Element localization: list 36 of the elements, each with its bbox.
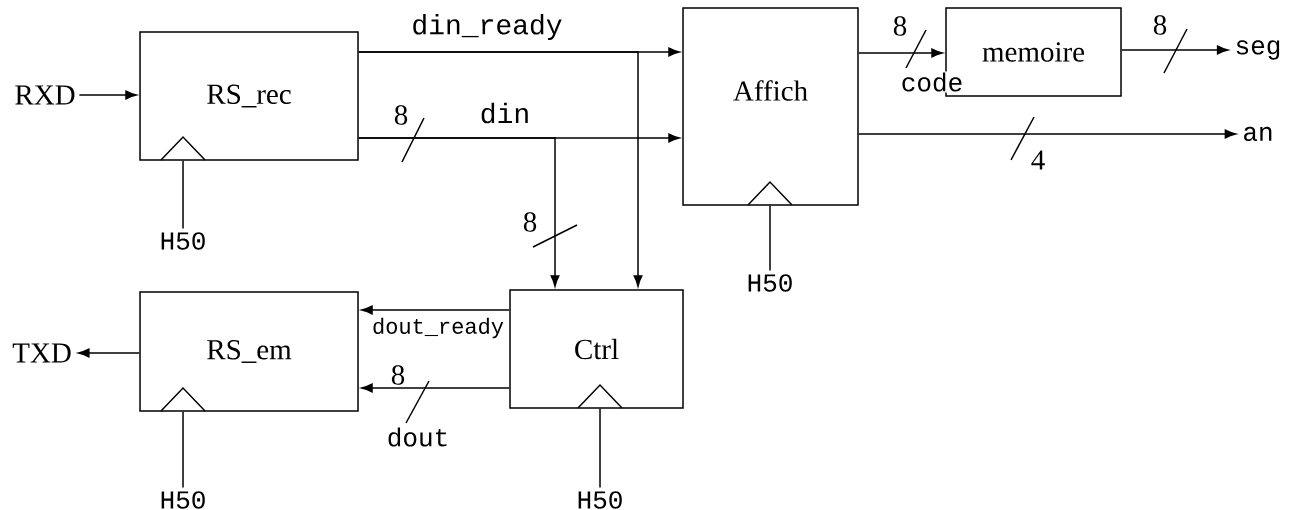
arrow — [858, 129, 1237, 139]
signal-name: seg — [1236, 40, 1280, 60]
arrow — [358, 51, 643, 287]
edge-label: dout — [385, 426, 451, 448]
bus-width: 8 — [394, 105, 408, 125]
bus-width: 8 — [523, 212, 537, 232]
signal-name: RXD — [15, 85, 75, 105]
clock-line — [182, 160, 184, 230]
arrow — [78, 90, 137, 100]
block-box: RS_em — [139, 291, 359, 412]
clock-line — [182, 411, 184, 489]
edge-label: code — [899, 71, 965, 93]
clock-line — [599, 408, 601, 489]
arrow — [361, 305, 510, 315]
arrow — [858, 48, 943, 58]
signal-name: H50 — [748, 274, 792, 292]
arrow — [358, 137, 560, 287]
arrow — [78, 348, 140, 358]
edge-label: dout_ready — [371, 316, 505, 340]
bus-width: 8 — [1153, 15, 1167, 35]
arrow — [1121, 45, 1229, 55]
signal-name: H50 — [578, 491, 622, 509]
signal-name: H50 — [161, 491, 205, 509]
arrow — [361, 383, 510, 393]
bus-width: 4 — [1031, 150, 1045, 170]
clock-line — [769, 205, 771, 272]
signal-name: H50 — [161, 232, 205, 250]
bus-width: 8 — [893, 16, 907, 36]
signal-name: an — [1244, 126, 1272, 142]
edge-label: din_ready — [410, 12, 564, 42]
bus-width: 8 — [391, 365, 405, 385]
block-box: Ctrl — [509, 289, 684, 409]
block-box: RS_rec — [139, 31, 359, 161]
edge-label: din — [478, 101, 532, 125]
signal-name: TXD — [12, 343, 71, 363]
block-box: Affich — [682, 7, 859, 206]
